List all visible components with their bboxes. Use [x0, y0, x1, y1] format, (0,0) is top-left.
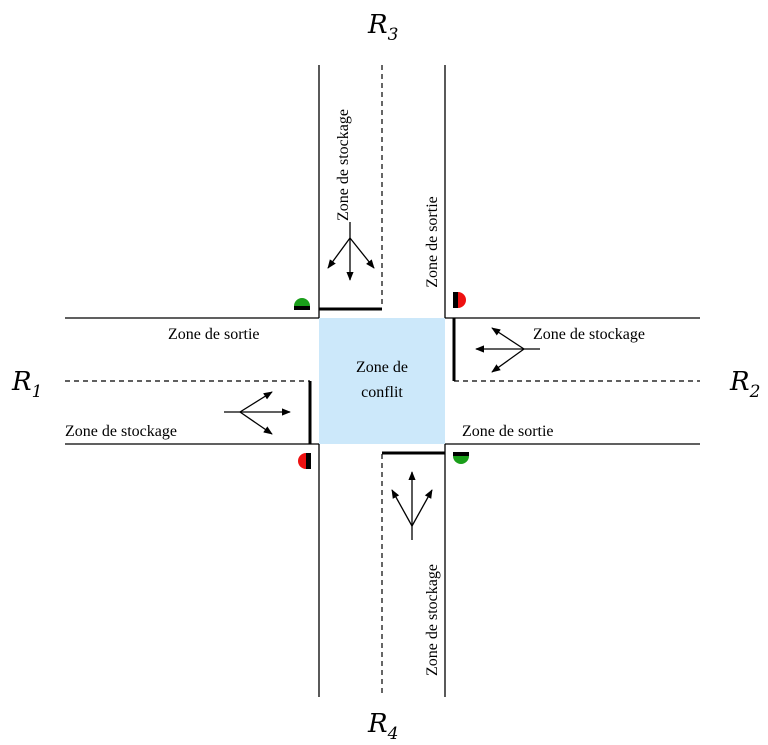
south-traffic-light — [453, 452, 469, 464]
lane-dividers — [65, 65, 700, 697]
east-direction-arrows — [475, 327, 540, 373]
green-light-icon — [453, 456, 469, 464]
green-light-icon — [294, 298, 310, 306]
conflict-zone-label-line2: conflit — [361, 384, 403, 401]
north-direction-arrows — [327, 222, 375, 281]
stop-lines — [308, 307, 456, 455]
road-r4-label: R4 — [367, 709, 398, 744]
west-exit-zone-label: Zone de sortie — [168, 326, 260, 343]
road-r1-label: R1 — [11, 367, 42, 402]
red-light-icon — [298, 453, 306, 469]
conflict-zone-label-line1: Zone de — [356, 359, 408, 376]
north-storage-zone-label: Zone de stockage — [335, 109, 352, 221]
road-r2-label: R2 — [729, 367, 760, 402]
road-r3-label: R3 — [367, 10, 398, 45]
east-traffic-light — [453, 292, 466, 308]
south-storage-zone-label: Zone de stockage — [424, 564, 441, 676]
west-direction-arrows — [224, 391, 291, 435]
north-traffic-light — [294, 298, 310, 310]
conflict-zone — [319, 318, 445, 444]
west-storage-zone-label: Zone de stockage — [65, 423, 177, 440]
south-direction-arrows — [391, 471, 433, 540]
east-storage-zone-label: Zone de stockage — [533, 326, 645, 343]
road-edges — [65, 65, 700, 697]
east-exit-zone-label: Zone de sortie — [462, 423, 554, 440]
red-light-icon — [458, 292, 466, 308]
west-traffic-light — [298, 453, 311, 469]
north-exit-zone-label: Zone de sortie — [424, 196, 441, 288]
